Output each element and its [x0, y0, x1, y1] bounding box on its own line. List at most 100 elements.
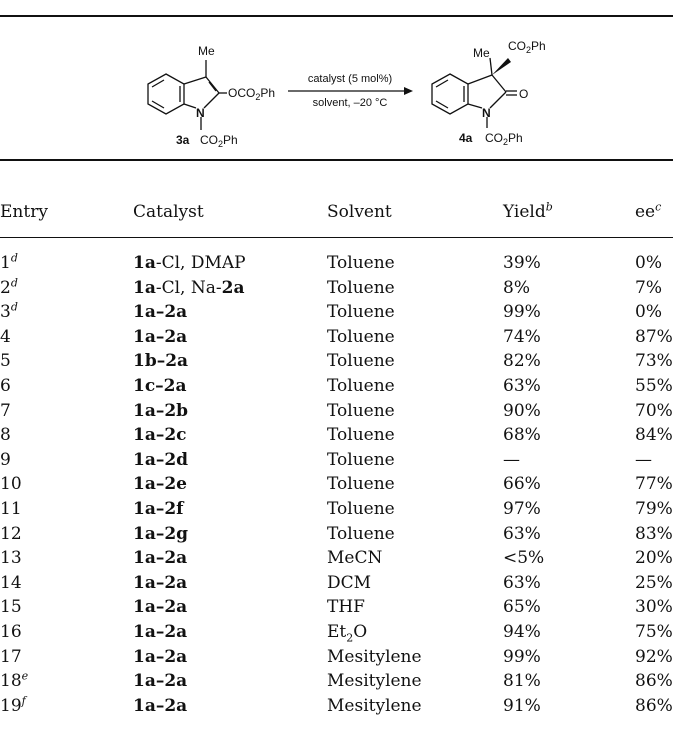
catalyst-cell: 1a–2a: [133, 548, 187, 568]
yield-cell: <5%: [503, 548, 545, 569]
catalyst-compound-label: 1a–2a: [133, 622, 188, 642]
solvent-cell: Toluene: [327, 524, 395, 544]
solvent-cell: Mesitylene: [327, 696, 422, 716]
entry-cell: 10: [0, 474, 22, 494]
ee-cell: 30%: [635, 597, 673, 618]
solvent-name: THF: [327, 597, 365, 618]
solvent-name: Toluene: [327, 474, 395, 495]
yield-cell: 94%: [503, 622, 541, 642]
entry-number: 7: [0, 400, 11, 421]
header-yield: Yieldb: [503, 201, 553, 222]
entry-cell: 5: [0, 351, 11, 371]
yield-cell: 90%: [503, 400, 541, 421]
catalyst-compound-label: 1a–2a: [133, 671, 188, 692]
catalyst-compound-label: 1a–2a: [133, 548, 188, 569]
entry-footnote: f: [21, 694, 26, 708]
solvent-name: Toluene: [327, 499, 395, 519]
catalyst-compound-label: 1a–2a: [133, 302, 188, 323]
solvent-name: Toluene: [327, 376, 395, 396]
ee-cell: 0%: [635, 302, 662, 323]
top-rule: [0, 15, 673, 17]
solvent-name: DCM: [327, 572, 372, 593]
solvent-cell: DCM: [327, 573, 371, 593]
reactant-methyl-label: Me: [198, 44, 215, 58]
catalyst-cell: 1a–2e: [133, 474, 187, 494]
header-rule: [0, 237, 673, 238]
ee-cell: 0%: [635, 253, 662, 273]
yield-cell: 63%: [503, 376, 541, 396]
ee-cell: 7%: [635, 277, 662, 298]
catalyst-cell: 1a–2f: [133, 499, 184, 519]
stereo-wedge: [492, 58, 511, 75]
entry-cell: 1d: [0, 252, 18, 273]
entry-number: 6: [0, 376, 11, 396]
yield-cell: 97%: [503, 499, 541, 519]
solvent-cell: Toluene: [327, 351, 395, 371]
entry-number: 11: [0, 499, 22, 519]
solvent-name: Toluene: [327, 523, 395, 544]
solvent-cell: MeCN: [327, 548, 382, 568]
reaction-scheme: Me OCO2Ph N CO2Ph 3a catalyst (5 mol%) s…: [147, 39, 546, 149]
entry-number: 13: [0, 548, 22, 569]
entry-cell: 6: [0, 376, 11, 396]
solvent-name: Toluene: [327, 302, 395, 323]
ee-cell: 83%: [635, 523, 673, 544]
solvent-cell: Toluene: [327, 425, 395, 445]
entry-cell: 7: [0, 401, 11, 421]
entry-number: 1: [0, 253, 11, 273]
yield-cell: 65%: [503, 597, 541, 618]
catalyst-cell: 1a–2a: [133, 696, 187, 716]
ee-cell: 70%: [635, 400, 673, 421]
catalyst-compound-label: 1b–2a: [133, 351, 189, 372]
catalyst-cell: 1a–2a: [133, 573, 187, 593]
yield-cell: 82%: [503, 351, 541, 372]
solvent-name: Toluene: [327, 425, 395, 446]
catalyst-cell: 1a–2a: [133, 302, 187, 322]
header-entry: Entry: [0, 202, 48, 222]
solvent-name: MeCN: [327, 548, 383, 569]
product-compound-label: 4a: [459, 131, 473, 145]
reactant-oxy-group-label: OCO2Ph: [228, 86, 275, 102]
solvent-cell: Toluene: [327, 401, 395, 421]
arrow-conditions-bottom: solvent, –20 °C: [313, 97, 388, 109]
entry-number: 18: [0, 671, 22, 692]
yield-cell: 81%: [503, 671, 541, 692]
catalyst-cell: 1b–2a: [133, 351, 188, 371]
yield-cell: 99%: [503, 302, 541, 323]
catalyst-compound-label: 1a–2g: [133, 523, 189, 544]
catalyst-compound-label: 1a–2c: [133, 425, 187, 446]
ee-cell: 86%: [635, 695, 673, 716]
solvent-cell: Toluene: [327, 278, 395, 298]
reaction-arrow: [288, 87, 413, 95]
entry-footnote: e: [21, 669, 29, 683]
solvent-name: Toluene: [327, 351, 395, 372]
yield-cell: 91%: [503, 695, 541, 716]
entry-footnote: d: [10, 275, 18, 289]
catalyst-cell: 1a–2a: [133, 671, 187, 691]
reactant-nitrogen-label: N: [196, 106, 205, 120]
solvent-cell: Toluene: [327, 302, 395, 322]
entry-cell: 16: [0, 622, 22, 642]
header-catalyst: Catalyst: [133, 202, 204, 222]
catalyst-text: -Cl, Na-: [155, 277, 222, 298]
yield-cell: 63%: [503, 572, 541, 593]
entry-number: 9: [0, 449, 11, 470]
entry-cell: 18e: [0, 669, 29, 692]
solvent-cell: Mesitylene: [327, 647, 422, 667]
reactant-structure: [147, 60, 227, 130]
yield-cell: 74%: [503, 326, 541, 347]
catalyst-compound-label: 1a–2a: [133, 326, 188, 347]
catalyst-compound-label: 1a–2a: [133, 597, 188, 618]
yield-cell: 63%: [503, 523, 541, 544]
